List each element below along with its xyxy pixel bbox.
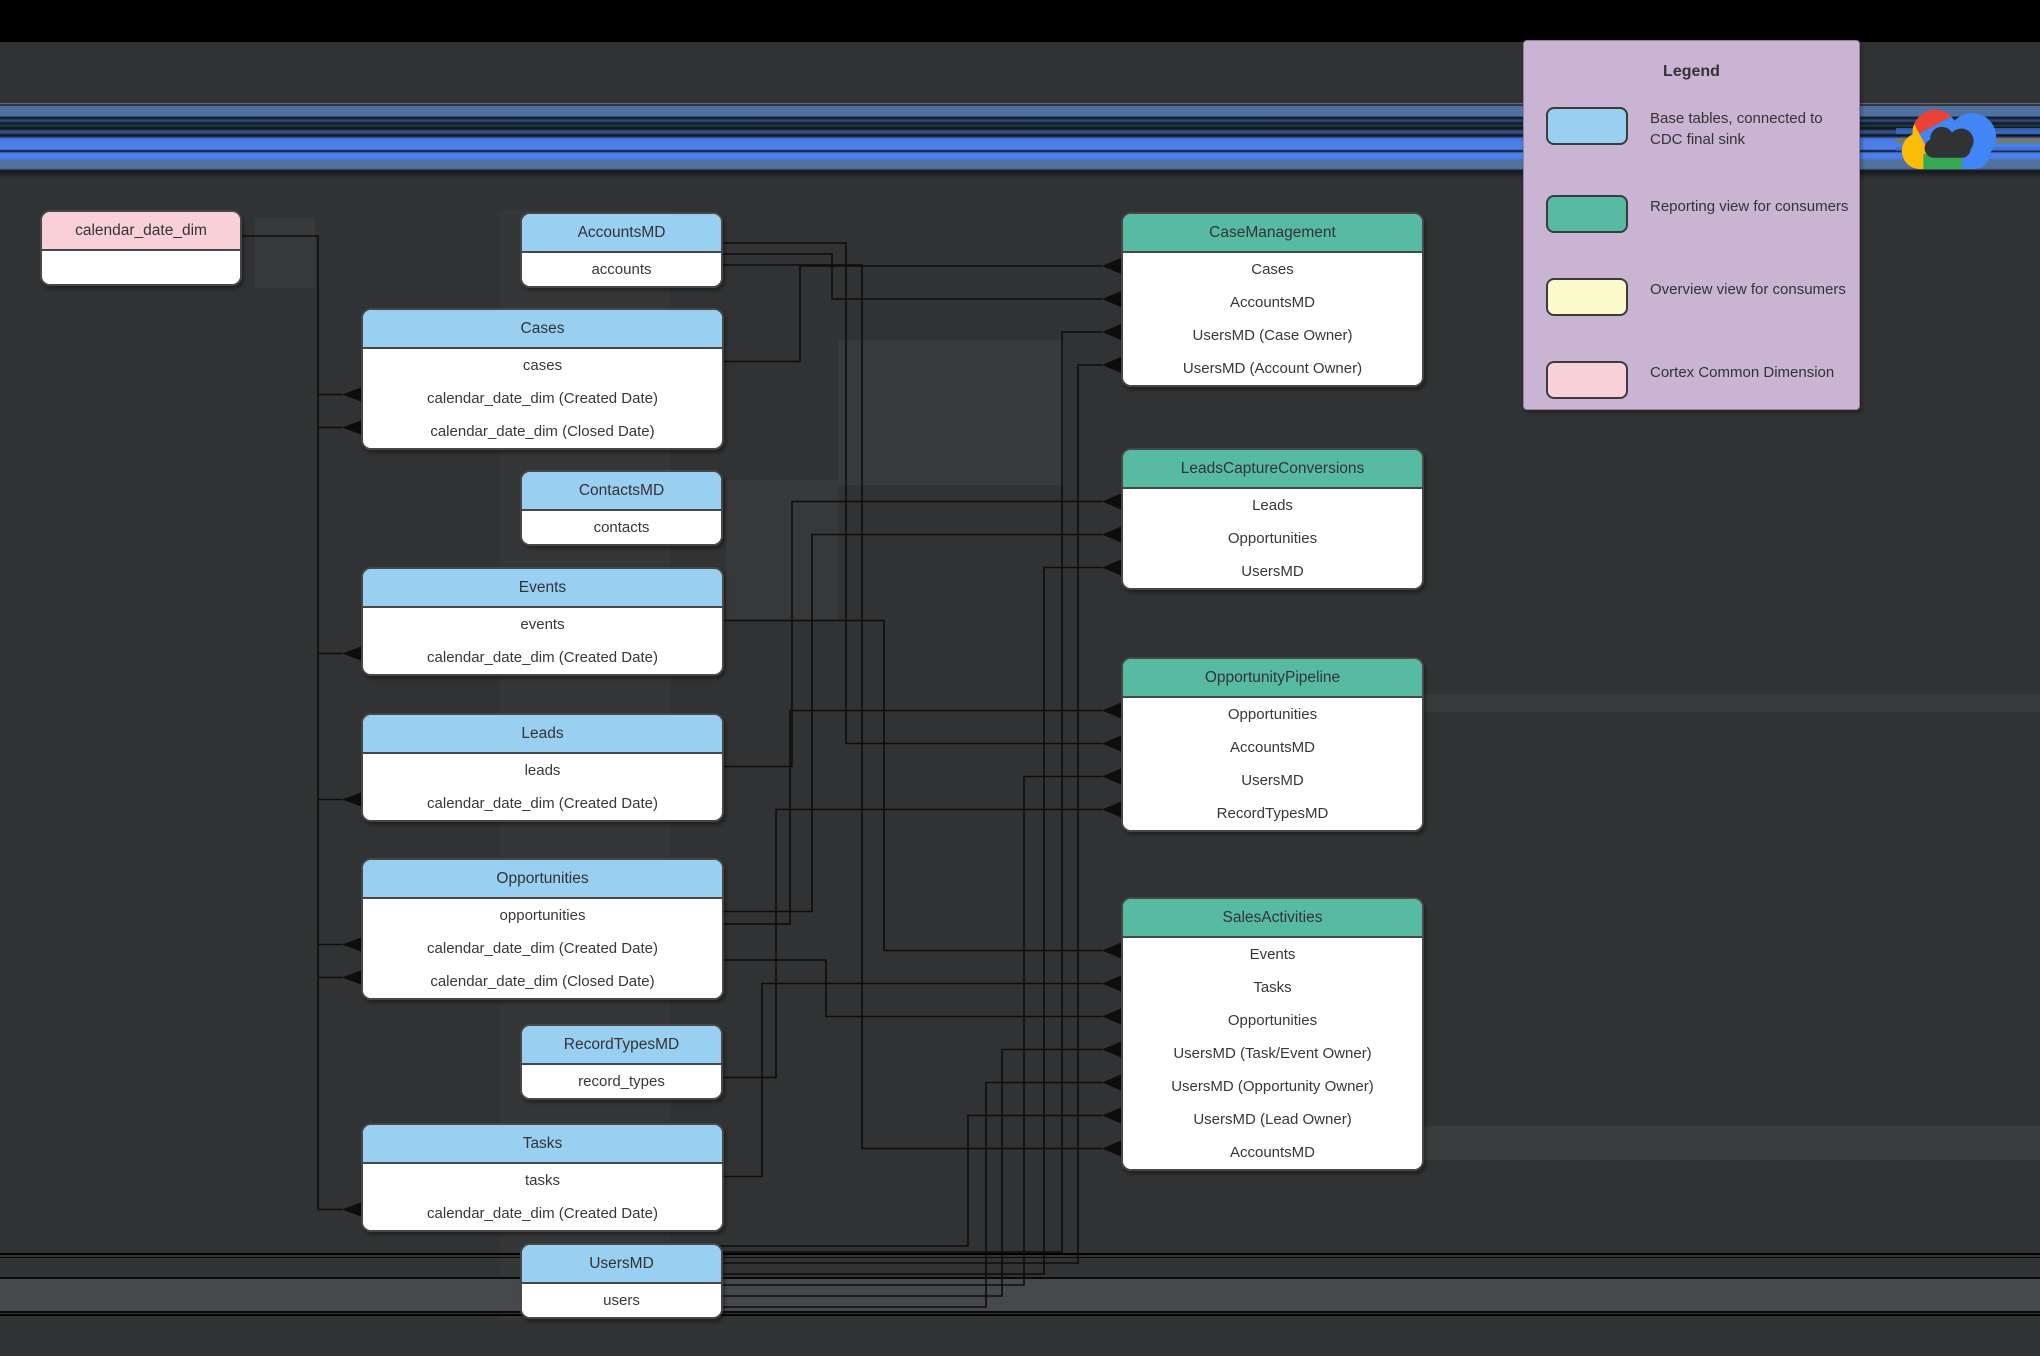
view-header: CaseManagement [1123, 214, 1422, 253]
table-row: cases [522, 357, 563, 374]
base-table-swatch [1546, 107, 1628, 145]
view-header: LeadsCaptureConversions [1123, 450, 1422, 489]
view-opportunitypipeline: OpportunityPipeline Opportunities Accoun… [1121, 657, 1424, 832]
glitch-bottom-band [0, 1277, 2040, 1313]
glitch-line [0, 1314, 2040, 1316]
legend-item-label: Reporting view for consumers [1650, 198, 1849, 215]
legend-item: Reporting view for consumers [1546, 195, 1859, 233]
table-header: Opportunities [363, 860, 722, 899]
table-header: Cases [363, 310, 722, 349]
table-contactsmd: ContactsMD contacts [520, 470, 723, 546]
legend-item: Overview view for consumers [1546, 278, 1859, 316]
table-row: record_types [578, 1073, 665, 1090]
legend-item: Base tables, connected to CDC final sink [1546, 107, 1859, 150]
table-header: AccountsMD [522, 214, 721, 253]
table-row: calendar_date_dim (Created Date) [427, 795, 658, 812]
table-body [42, 251, 240, 284]
view-casemanagement: CaseManagement Cases AccountsMD UsersMD … [1121, 212, 1424, 387]
legend-item-label: Overview view for consumers [1650, 281, 1846, 298]
view-row: UsersMD (Lead Owner) [1193, 1111, 1352, 1128]
view-row: AccountsMD [1229, 739, 1316, 756]
table-recordtypesmd: RecordTypesMD record_types [520, 1024, 723, 1100]
table-header: Events [363, 569, 722, 608]
view-row: Opportunities [1227, 706, 1318, 723]
legend-item-label: Base tables, connected to CDC final sink [1650, 110, 1823, 148]
table-tasks: Tasks tasks calendar_date_dim (Created D… [361, 1123, 724, 1232]
table-header: UsersMD [522, 1245, 721, 1284]
table-usersmd: UsersMD users [520, 1243, 723, 1319]
logo-inner-cutout [1924, 126, 1974, 158]
glitch-line [0, 1253, 2040, 1255]
table-header: Leads [363, 715, 722, 754]
table-opportunities: Opportunities opportunities calendar_dat… [361, 858, 724, 1000]
table-header: Tasks [363, 1125, 722, 1164]
view-row: UsersMD (Task/Event Owner) [1173, 1045, 1372, 1062]
view-row: UsersMD (Case Owner) [1192, 327, 1353, 344]
google-cloud-logo-icon [1901, 109, 1997, 170]
table-header: calendar_date_dim [42, 212, 240, 251]
common-dimension-swatch [1546, 361, 1628, 399]
view-row: AccountsMD [1229, 294, 1316, 311]
table-header: ContactsMD [522, 472, 721, 511]
view-row: UsersMD [1241, 563, 1304, 580]
view-row: Leads [1252, 497, 1293, 514]
view-row: UsersMD [1241, 772, 1304, 789]
view-row: Tasks [1253, 979, 1292, 996]
table-row: opportunities [499, 907, 586, 924]
view-header: SalesActivities [1123, 899, 1422, 938]
view-row: Opportunities [1227, 530, 1318, 547]
table-row: calendar_date_dim (Closed Date) [430, 423, 655, 440]
table-row: calendar_date_dim (Closed Date) [430, 973, 655, 990]
table-leads: Leads leads calendar_date_dim (Created D… [361, 713, 724, 822]
table-row: calendar_date_dim (Created Date) [427, 649, 658, 666]
table-cases: Cases cases calendar_date_dim (Created D… [361, 308, 724, 450]
table-row: accounts [591, 261, 652, 278]
table-row: users [603, 1292, 640, 1309]
view-row: RecordTypesMD [1216, 805, 1329, 822]
table-row: tasks [524, 1172, 560, 1189]
legend: Legend Base tables, connected to CDC fin… [1523, 40, 1860, 410]
glitch-ghost [1424, 1126, 2040, 1160]
overview-view-swatch [1546, 278, 1628, 316]
view-header: OpportunityPipeline [1123, 659, 1422, 698]
glitch-ghost [838, 340, 1063, 485]
table-row: contacts [593, 519, 650, 536]
table-row: leads [524, 762, 561, 779]
reporting-view-swatch [1546, 195, 1628, 233]
view-row: Events [1249, 946, 1296, 963]
legend-item-label: Cortex Common Dimension [1650, 364, 1835, 381]
glitch-line [0, 1257, 2040, 1258]
view-row: Cases [1251, 261, 1294, 278]
table-accountsmd: AccountsMD accounts [520, 212, 723, 288]
table-row: calendar_date_dim (Created Date) [427, 390, 658, 407]
table-calendar-date-dim: calendar_date_dim [40, 210, 242, 286]
table-row: events [520, 616, 565, 633]
table-row: calendar_date_dim (Created Date) [427, 1205, 658, 1222]
table-events: Events events calendar_date_dim (Created… [361, 567, 724, 676]
view-row: Opportunities [1227, 1012, 1318, 1029]
legend-item: Cortex Common Dimension [1546, 361, 1859, 399]
glitch-ghost [1424, 694, 2040, 712]
view-row: UsersMD (Opportunity Owner) [1171, 1078, 1374, 1095]
view-salesactivities: SalesActivities Events Tasks Opportuniti… [1121, 897, 1424, 1171]
legend-title: Legend [1663, 63, 1720, 80]
view-row: AccountsMD [1229, 1144, 1316, 1161]
view-row: UsersMD (Account Owner) [1182, 360, 1363, 377]
view-leadscaptureconversions: LeadsCaptureConversions Leads Opportunit… [1121, 448, 1424, 590]
table-header: RecordTypesMD [522, 1026, 721, 1065]
table-row: calendar_date_dim (Created Date) [427, 940, 658, 957]
